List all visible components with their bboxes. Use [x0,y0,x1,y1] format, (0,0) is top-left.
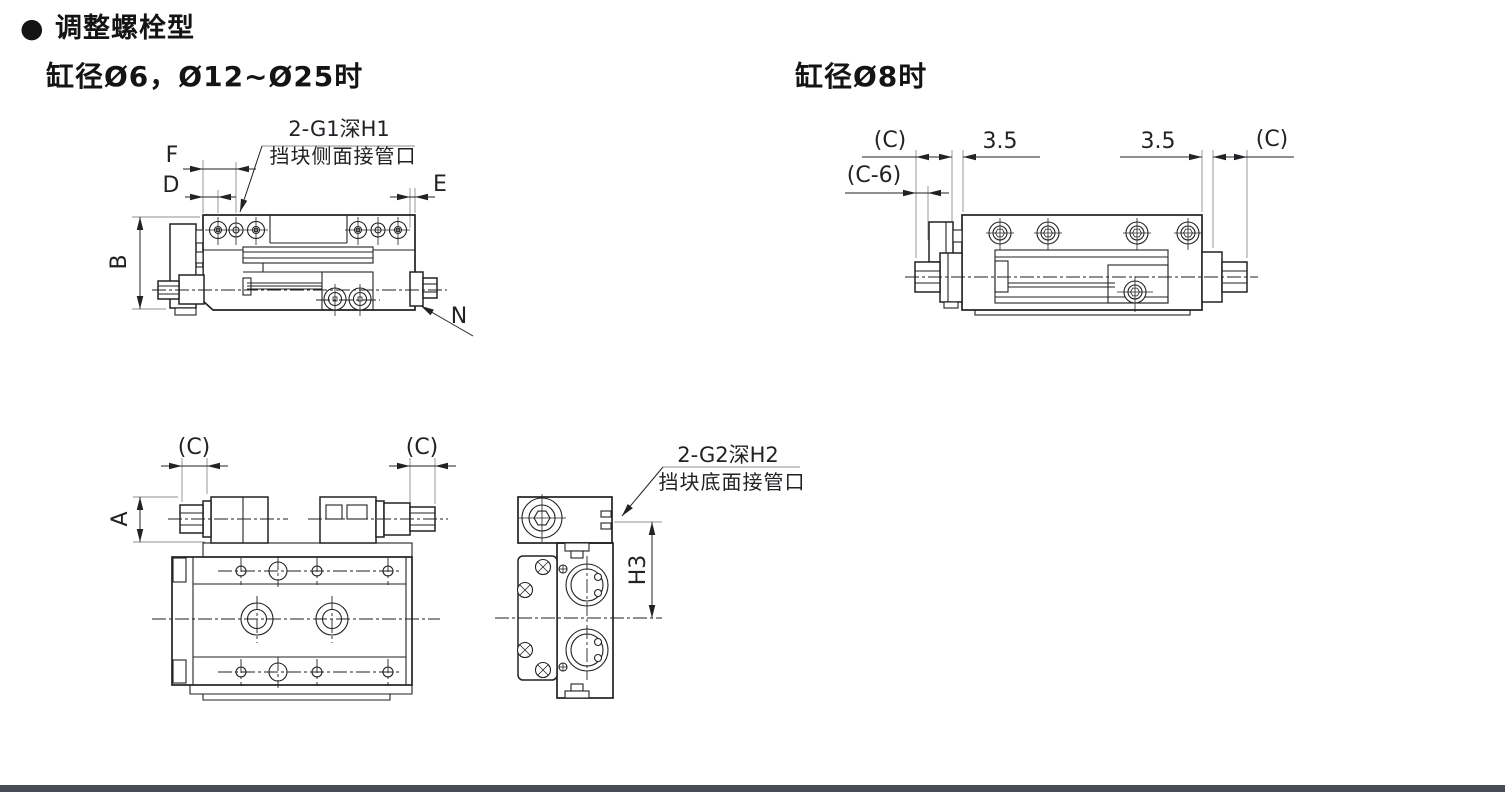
dim-label-c-left: (C) [873,128,907,153]
dim-label-c-topview-right: (C) [405,435,439,460]
dim-label-c-right: (C) [1255,127,1289,152]
subtitle-bore6-12-25: 缸径Ø6，Ø12~Ø25时 [46,60,364,93]
dim-label-f: F [165,143,179,168]
dim-label-3-5-right: 3.5 [1140,129,1176,154]
dim-label-c-minus-6: (C-6) [846,163,902,188]
page-title: ● 调整螺栓型 [20,6,195,45]
footer-divider-bar [0,785,1505,792]
port-note-g2-depth: 2-G2深H2 [677,443,779,467]
page-title-text: 调整螺栓型 [54,13,195,44]
dim-label-3-5-left: 3.5 [982,129,1018,154]
dim-label-c-topview-left: (C) [177,435,211,460]
side-view-bore6-drawing [132,145,474,337]
phillips-screws [516,558,552,679]
port-note-stopper-side: 挡块侧面接管口 [269,144,417,168]
top-view-drawing [133,458,456,701]
subtitle-bore8: 缸径Ø8时 [795,60,928,93]
dim-label-n: N [450,304,468,329]
dim-label-a: A [108,511,133,527]
dim-label-d: D [162,173,180,198]
hex-socket-bolt-holes [988,221,1200,245]
dim-label-b: B [107,254,132,270]
mounting-holes [235,561,394,682]
dim-label-h3: H3 [626,554,651,586]
port-note-stopper-bottom: 挡块底面接管口 [658,470,806,494]
side-view-bore8-drawing [845,150,1294,316]
end-view-drawing [495,466,800,699]
port-note-g1-depth: 2-G1深H1 [288,117,390,141]
bullet-icon: ● [20,13,45,44]
dim-label-e: E [433,172,447,197]
